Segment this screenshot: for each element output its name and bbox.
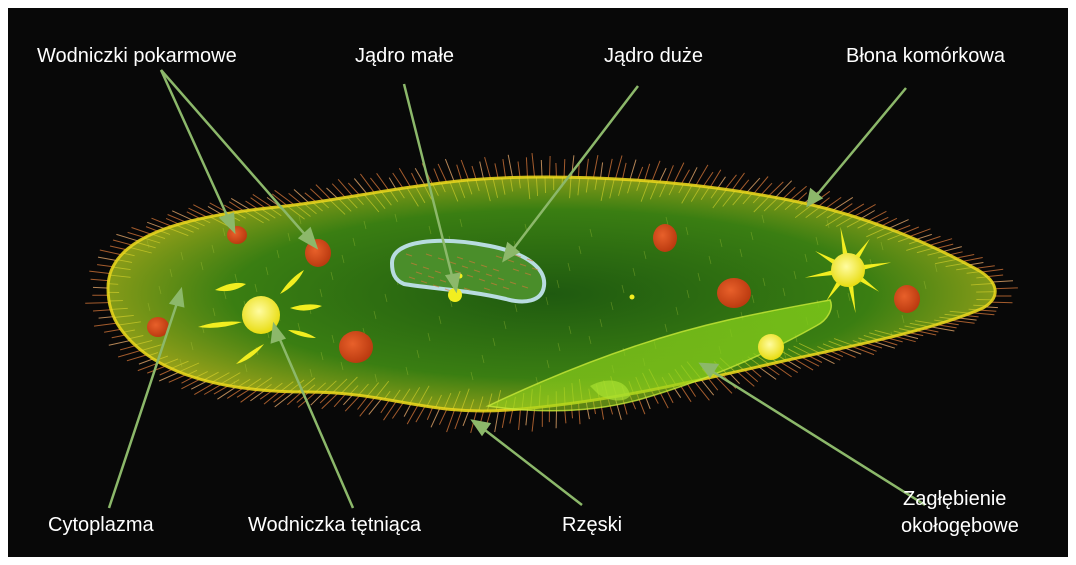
cytoplasm-strand [169, 376, 171, 384]
label-oral-groove-line1: Zagłębienie [903, 487, 1006, 511]
illustration [8, 8, 1068, 557]
label-cytoplasm: Cytoplazma [48, 513, 154, 537]
cytoplasm-strand [849, 356, 851, 364]
label-micronucleus: Jądro małe [355, 44, 454, 68]
speck [630, 295, 635, 300]
food-vacuole [653, 224, 677, 252]
food-vacuole [717, 278, 751, 308]
paramecium-diagram: Wodniczki pokarmowe Jądro małe Jądro duż… [8, 8, 1068, 557]
leader-membrane [816, 88, 906, 196]
food-vacuole [339, 331, 373, 363]
cytoplasm-strand [957, 230, 959, 238]
label-macronucleus: Jądro duże [604, 44, 703, 68]
label-food-vacuoles: Wodniczki pokarmowe [37, 44, 237, 68]
food-vacuole [894, 285, 920, 313]
cytoplasm-strand [967, 320, 969, 328]
label-contractile-vacuole: Wodniczka tętniąca [248, 513, 421, 537]
cytoplasm-strand [956, 337, 958, 345]
cytoplasm-strand [838, 373, 840, 381]
label-cell-membrane: Błona komórkowa [846, 44, 1005, 68]
cytoplasm-strand [945, 354, 947, 362]
cytoplasm-strand [934, 371, 936, 379]
leader-cilia [481, 427, 582, 505]
cytoplasm-strand [903, 378, 905, 386]
cytoplasm-strand [914, 361, 916, 369]
label-cilia: Rzęski [562, 513, 622, 537]
label-oral-groove-line2: okołogębowe [901, 514, 1019, 538]
cytoplasm-strand [138, 213, 140, 221]
cytoplasm-strand [545, 177, 546, 193]
vacuole-small [758, 334, 784, 360]
leader-oral-groove [710, 370, 925, 505]
cytoplasm-strand [880, 349, 882, 357]
cytoplasm-strand [108, 284, 118, 285]
leader-food-vacuole-1 [161, 70, 229, 220]
